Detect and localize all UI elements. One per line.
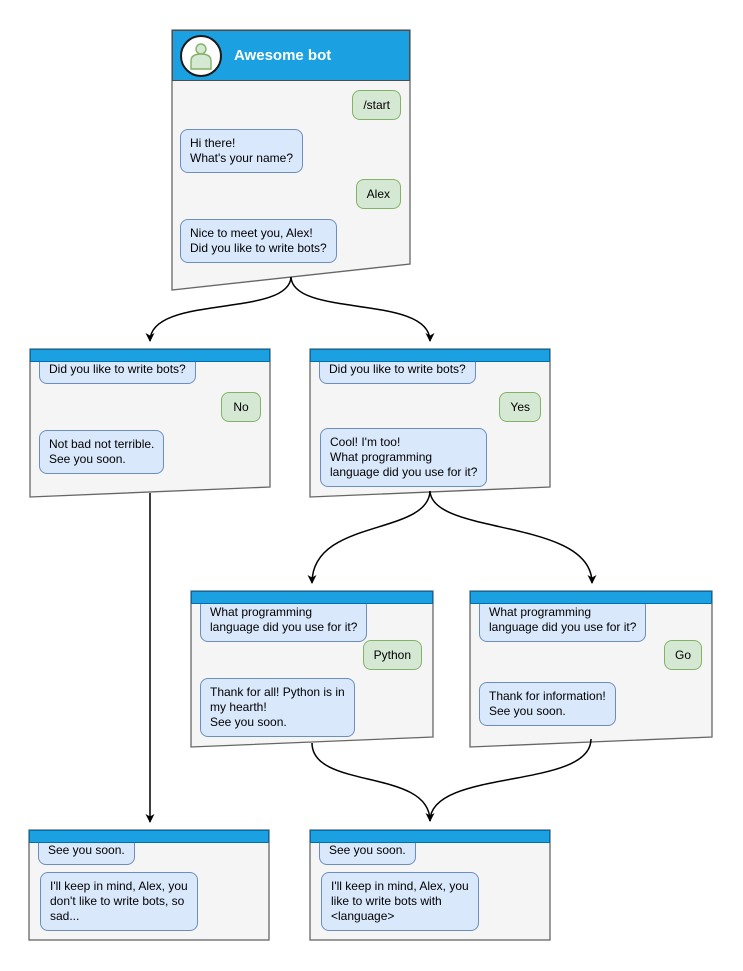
window-title-bar bbox=[30, 349, 270, 362]
bot-message-bubble: Cool! I'm too! What programming language… bbox=[320, 428, 488, 487]
bot-message-bubble: What programming language did you use fo… bbox=[479, 598, 647, 642]
window-title-bar: Awesome bot bbox=[172, 30, 410, 81]
bot-message-bubble: Hi there! What's your name? bbox=[180, 129, 304, 173]
bot-message-bubble: Not bad not terrible. See you soon. bbox=[39, 430, 165, 474]
user-message-bubble: Python bbox=[362, 640, 422, 670]
bot-message-bubble: What programming language did you use fo… bbox=[200, 598, 368, 642]
bot-message-bubble: Thank for information! See you soon. bbox=[479, 682, 616, 726]
chat-window-branch-python: What programming language did you use fo… bbox=[191, 591, 433, 747]
arrow-yes-to-python bbox=[307, 490, 431, 584]
window-title-bar bbox=[470, 591, 712, 604]
arrow-root-to-no bbox=[145, 276, 292, 342]
bot-message-bubble: Thank for all! Python is in my hearth! S… bbox=[200, 678, 355, 737]
arrow-yes-to-go bbox=[429, 490, 597, 584]
user-message-bubble: Go bbox=[663, 640, 702, 670]
chat-window-branch-no: Did you like to write bots? No Not bad n… bbox=[30, 349, 270, 497]
chat-window-branch-yes: Did you like to write bots? Yes Cool! I'… bbox=[310, 349, 550, 497]
user-message-bubble: No bbox=[221, 392, 261, 422]
user-message-bubble: Yes bbox=[499, 392, 541, 422]
bot-message-bubble: Nice to meet you, Alex! Did you like to … bbox=[180, 219, 337, 263]
arrow-python-to-end bbox=[311, 742, 435, 822]
chat-window-end-no: See you soon. I'll keep in mind, Alex, y… bbox=[29, 830, 269, 940]
window-title-bar bbox=[29, 830, 269, 843]
bot-message-bubble: I'll keep in mind, Alex, you don't like … bbox=[40, 872, 198, 931]
user-message-bubble: Alex bbox=[355, 179, 401, 209]
window-title-bar bbox=[191, 591, 433, 604]
window-title-bar bbox=[310, 830, 550, 843]
bot-avatar bbox=[180, 34, 222, 77]
user-message-bubble: /start bbox=[352, 90, 401, 120]
arrow-go-to-end bbox=[429, 738, 592, 822]
window-title: Awesome bot bbox=[234, 47, 332, 64]
arrow-root-to-yes bbox=[290, 276, 435, 342]
person-icon bbox=[190, 42, 212, 70]
bot-message-bubble: I'll keep in mind, Alex, you like to wri… bbox=[321, 872, 479, 931]
chat-window-branch-go: What programming language did you use fo… bbox=[470, 591, 712, 747]
chat-window-end-yes: See you soon. I'll keep in mind, Alex, y… bbox=[310, 830, 550, 940]
window-title-bar bbox=[310, 349, 550, 362]
chat-window-root: Awesome bot /start Hi there! What's your… bbox=[172, 30, 410, 290]
